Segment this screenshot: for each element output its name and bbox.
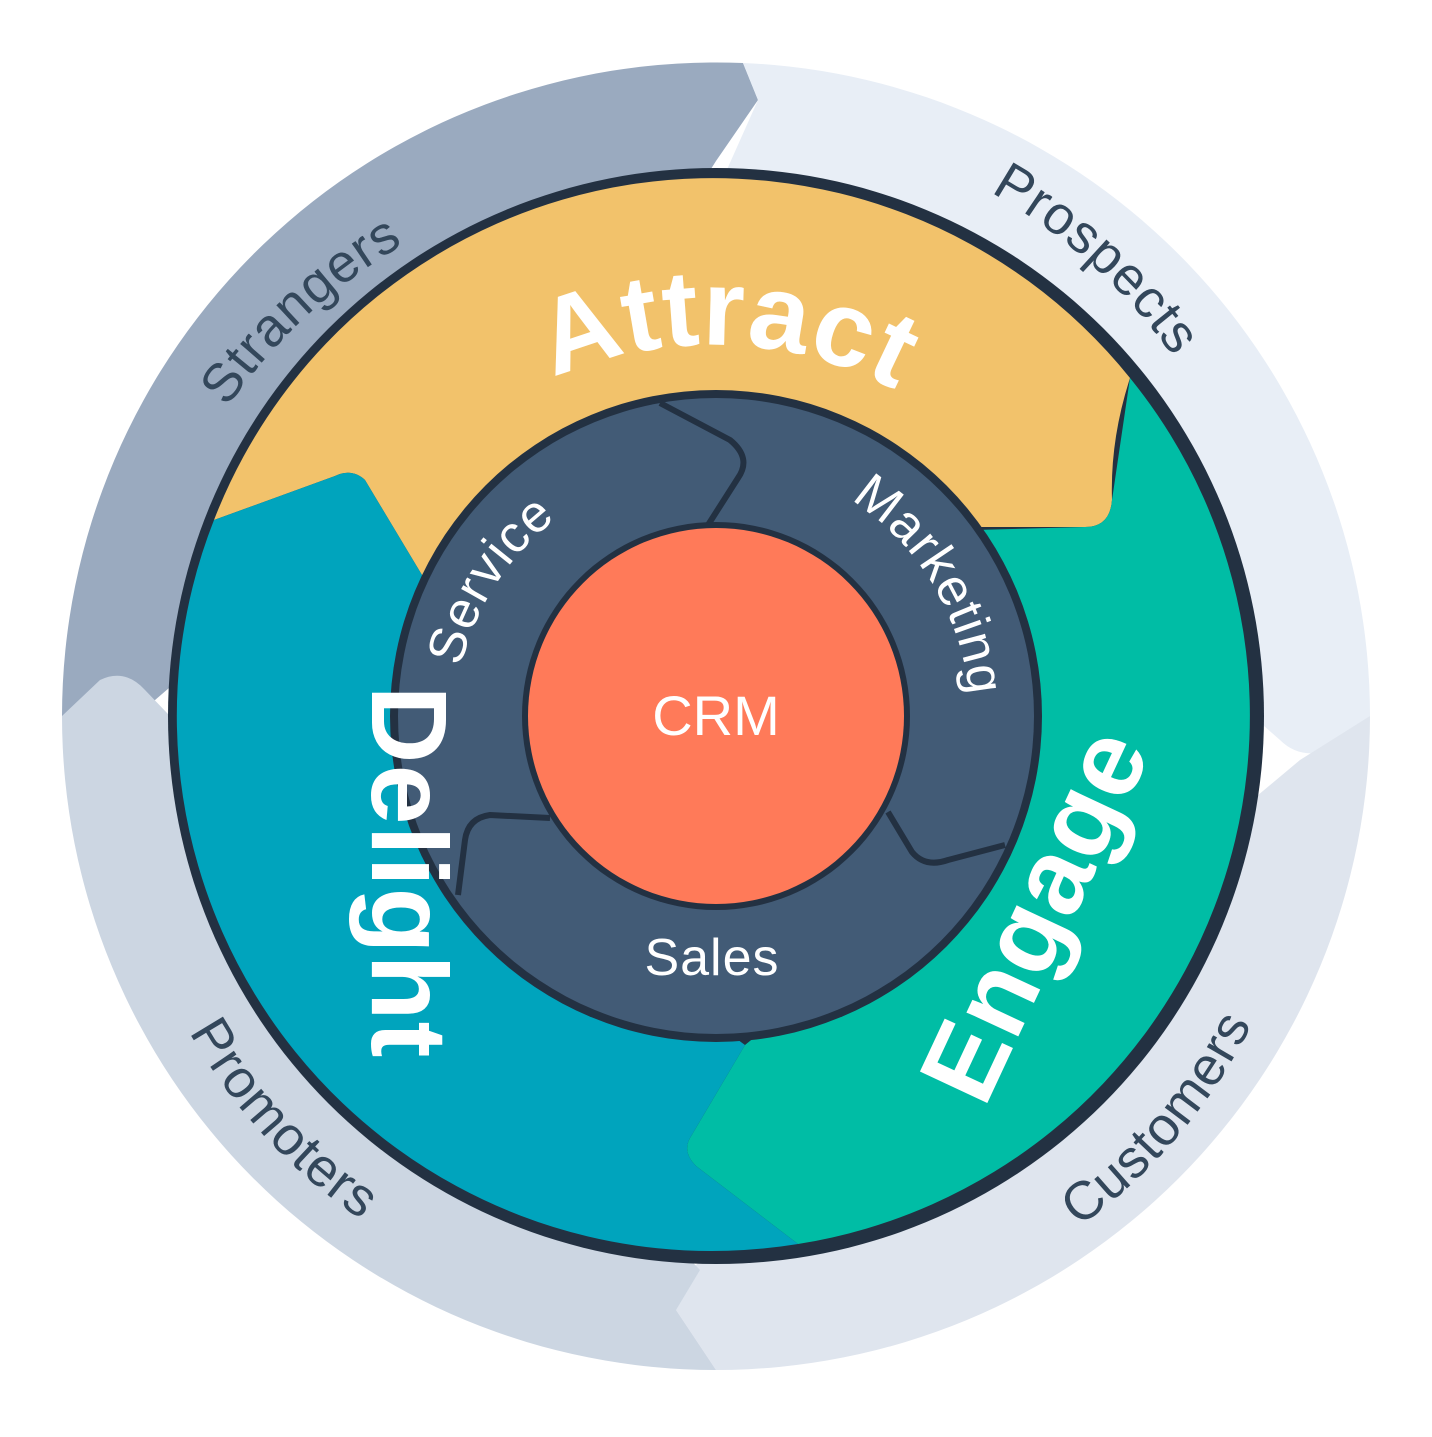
delight-label: Delight (349, 686, 470, 1059)
engage-section (687, 378, 1250, 1244)
team-divider-right (885, 810, 1006, 866)
team-divider-top (658, 400, 747, 527)
crm-core (528, 528, 904, 904)
sales-label: Sales (644, 929, 779, 987)
team-divider-left (455, 812, 551, 896)
crm-label: CRM (652, 684, 780, 747)
